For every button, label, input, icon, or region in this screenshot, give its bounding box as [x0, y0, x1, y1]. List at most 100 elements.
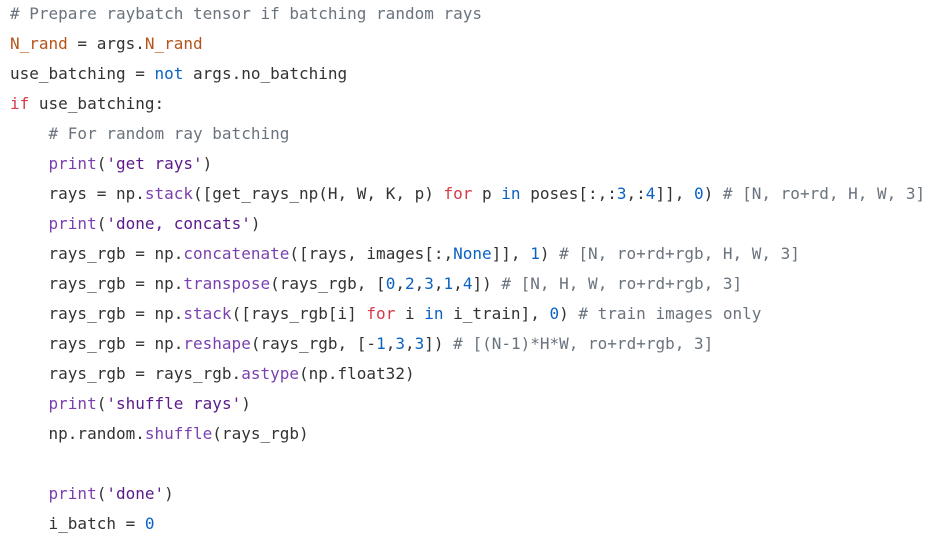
- code-token-plain: (rays_rgb, [: [270, 274, 386, 293]
- code-token-number: 1: [443, 274, 454, 293]
- code-token-plain: [10, 214, 49, 233]
- code-token-plain: use_batching =: [10, 64, 155, 83]
- code-token-number: 3: [414, 334, 425, 353]
- code-line: rays = np.stack([get_rays_np(H, W, K, p)…: [10, 179, 951, 209]
- code-token-plain: ,: [414, 274, 425, 293]
- code-line: rays_rgb = np.transpose(rays_rgb, [0,2,3…: [10, 269, 951, 299]
- code-token-func: print: [48, 394, 97, 413]
- code-token-plain: (rays_rgb): [212, 424, 309, 443]
- code-token-plain: (: [96, 484, 107, 503]
- code-token-plain: rays_rgb = np.: [10, 244, 184, 263]
- code-line: # For random ray batching: [10, 119, 951, 149]
- code-token-plain: ,: [453, 274, 463, 293]
- code-token-number: 0: [144, 514, 155, 533]
- code-token-plain: np.random.: [10, 424, 145, 443]
- code-token-plain: (rays_rgb, [-: [250, 334, 377, 353]
- code-token-var: N_rand: [10, 34, 68, 53]
- code-token-plain: rays_rgb = np.: [10, 304, 184, 323]
- code-token-number: 1: [530, 244, 540, 263]
- code-token-plain: [10, 484, 49, 503]
- code-token-plain: (: [96, 214, 107, 233]
- code-token-plain: (np.float32): [298, 364, 415, 383]
- code-token-builtin: None: [453, 244, 492, 263]
- code-token-builtin: in: [424, 304, 444, 323]
- code-token-comment: # [(N-1)*H*W, ro+rd+rgb, 3]: [453, 334, 714, 353]
- code-token-func: astype: [241, 364, 299, 383]
- code-token-plain: ([get_rays_np(H, W, K, p): [193, 184, 444, 203]
- code-token-builtin: in: [501, 184, 521, 203]
- code-token-plain: rays_rgb = rays_rgb.: [10, 364, 242, 383]
- code-token-plain: ,: [433, 274, 444, 293]
- code-token-string: 'done': [106, 484, 165, 503]
- code-token-func: print: [48, 484, 97, 503]
- code-token-plain: rays = np.: [10, 184, 145, 203]
- code-token-plain: ): [164, 484, 174, 503]
- code-line: print('shuffle rays'): [10, 389, 951, 419]
- code-line: if use_batching:: [10, 89, 951, 119]
- code-token-plain: rays_rgb = np.: [10, 274, 184, 293]
- code-token-plain: p: [472, 184, 502, 203]
- code-token-func: reshape: [183, 334, 251, 353]
- code-token-func: stack: [183, 304, 232, 323]
- code-token-plain: [10, 394, 49, 413]
- code-token-plain: ([rays_rgb[i]: [231, 304, 367, 323]
- code-token-plain: ,: [395, 274, 405, 293]
- code-token-number: 0: [385, 274, 396, 293]
- code-token-comment: # train images only: [578, 304, 762, 323]
- code-token-plain: ]],: [491, 244, 531, 263]
- code-token-var: N_rand: [144, 34, 203, 53]
- code-line: print('get rays'): [10, 149, 951, 179]
- code-line: [10, 449, 951, 479]
- code-token-plain: ,: [385, 334, 396, 353]
- code-token-string: 'shuffle rays': [106, 394, 242, 413]
- code-token-plain: (: [96, 154, 107, 173]
- code-token-plain: ): [241, 394, 251, 413]
- code-token-number: 4: [462, 274, 473, 293]
- code-token-plain: ,:: [626, 184, 646, 203]
- code-token-plain: [10, 124, 49, 143]
- code-token-number: 1: [376, 334, 386, 353]
- code-token-plain: ): [703, 184, 723, 203]
- code-token-number: 0: [693, 184, 704, 203]
- code-token-comment: # [N, ro+rd+rgb, H, W, 3]: [559, 244, 800, 263]
- code-line: print('done, concats'): [10, 209, 951, 239]
- code-token-plain: [10, 154, 49, 173]
- code-line: np.random.shuffle(rays_rgb): [10, 419, 951, 449]
- code-token-string: 'done, concats': [106, 214, 251, 233]
- code-token-plain: i_batch =: [10, 514, 145, 533]
- code-token-keyword: for: [443, 184, 473, 203]
- code-token-plain: ): [539, 244, 560, 263]
- code-token-number: 2: [404, 274, 415, 293]
- code-token-plain: = args.: [67, 34, 145, 53]
- code-line: rays_rgb = rays_rgb.astype(np.float32): [10, 359, 951, 389]
- code-token-string: 'get rays': [106, 154, 203, 173]
- code-token-number: 0: [549, 304, 560, 323]
- code-line: print('done'): [10, 479, 951, 509]
- code-token-comment: # [N, H, W, ro+rd+rgb, 3]: [501, 274, 743, 293]
- code-token-plain: poses[:,:: [520, 184, 617, 203]
- code-token-func: shuffle: [144, 424, 213, 443]
- code-token-func: transpose: [183, 274, 271, 293]
- code-token-plain: ]): [424, 334, 454, 353]
- code-token-plain: ): [250, 214, 261, 233]
- code-token-plain: ([rays, images[:,: [289, 244, 454, 263]
- code-token-func: print: [48, 154, 97, 173]
- code-token-plain: i: [395, 304, 425, 323]
- code-token-plain: ]],: [655, 184, 694, 203]
- code-line: rays_rgb = np.stack([rays_rgb[i] for i i…: [10, 299, 951, 329]
- code-token-comment: # Prepare raybatch tensor if batching ra…: [10, 4, 483, 23]
- code-token-plain: (: [96, 394, 107, 413]
- code-token-plain: i_train],: [443, 304, 550, 323]
- code-token-func: stack: [144, 184, 194, 203]
- code-token-plain: rays_rgb = np.: [10, 334, 184, 353]
- code-token-plain: ]): [472, 274, 502, 293]
- code-token-number: 3: [395, 334, 405, 353]
- code-line: rays_rgb = np.reshape(rays_rgb, [-1,3,3]…: [10, 329, 951, 359]
- code-token-plain: ,: [404, 334, 415, 353]
- code-token-plain: use_batching:: [29, 94, 165, 113]
- code-token-plain: ): [202, 154, 213, 173]
- code-editor: # Prepare raybatch tensor if batching ra…: [10, 0, 951, 535]
- code-line: N_rand = args.N_rand: [10, 29, 951, 59]
- code-line: i_batch = 0: [10, 509, 951, 535]
- code-token-keyword: for: [366, 304, 396, 323]
